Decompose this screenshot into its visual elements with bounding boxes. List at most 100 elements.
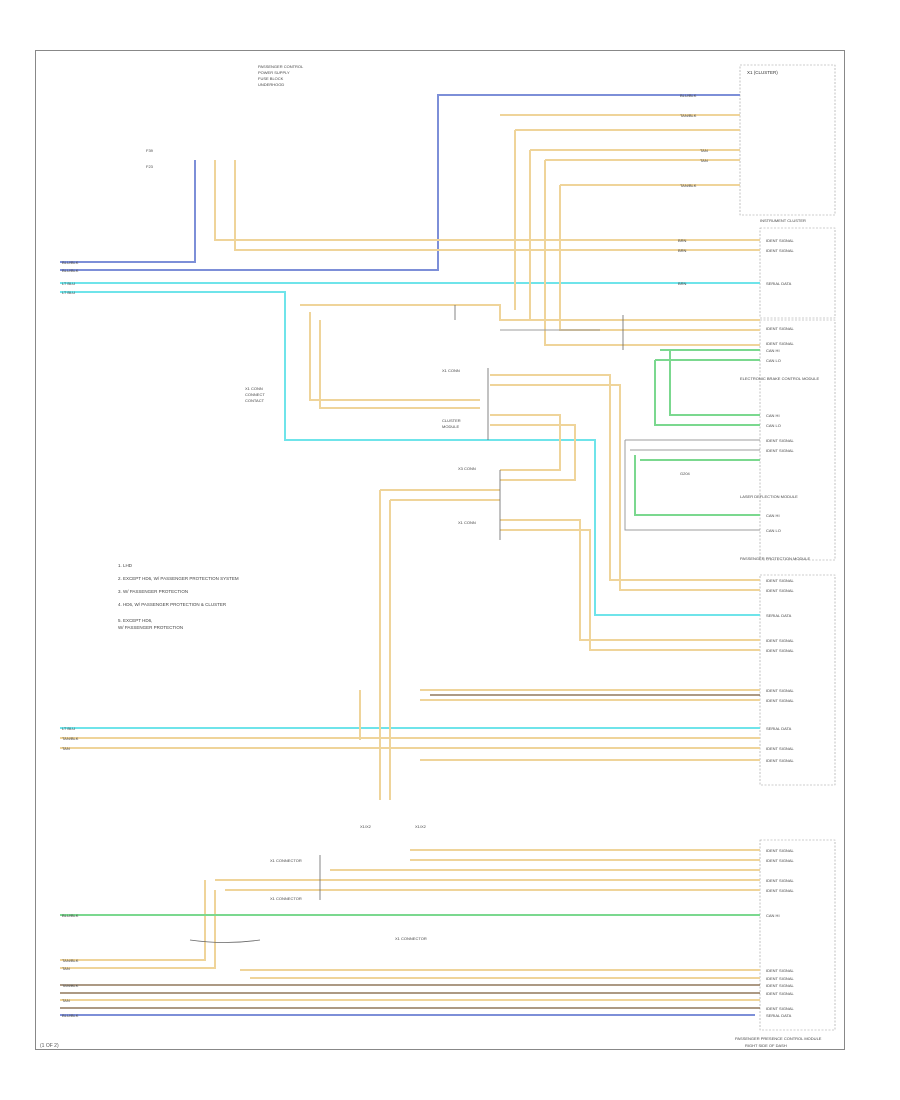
svg-text:POWER SUPPLY: POWER SUPPLY [258,70,290,75]
svg-text:IDENT SIGNAL: IDENT SIGNAL [766,638,794,643]
legend-item: 2. EXCEPT HD6, W/ PASSENGER PROTECTION S… [118,576,239,581]
svg-text:CONNECT: CONNECT [245,392,265,397]
svg-text:SERIAL DATA: SERIAL DATA [766,281,792,286]
svg-text:X1 CONN: X1 CONN [458,520,476,525]
svg-text:TAN: TAN [700,148,708,153]
svg-text:IDENT SIGNAL: IDENT SIGNAL [766,341,794,346]
svg-text:CAN HI: CAN HI [766,913,780,918]
svg-text:UNDERHOOD: UNDERHOOD [258,82,284,87]
svg-text:CONTACT: CONTACT [245,398,265,403]
svg-text:LT BLU: LT BLU [62,726,75,731]
svg-text:F23: F23 [146,164,154,169]
svg-text:X3 CONN: X3 CONN [458,466,476,471]
svg-text:BLU/BLK: BLU/BLK [62,1013,79,1018]
legend-item: 4. HD6, W/ PASSENGER PROTECTION & CLUSTE… [118,602,227,607]
svg-text:X1/X2: X1/X2 [360,824,372,829]
svg-text:CLUSTER: CLUSTER [442,418,461,423]
svg-text:BRN: BRN [678,238,687,243]
svg-text:IDENT SIGNAL: IDENT SIGNAL [766,758,794,763]
svg-text:X1 CONNECTOR: X1 CONNECTOR [270,896,302,901]
svg-text:IDENT SIGNAL: IDENT SIGNAL [766,326,794,331]
svg-text:IDENT SIGNAL: IDENT SIGNAL [766,248,794,253]
svg-text:CAN HI: CAN HI [766,348,780,353]
module-box-4 [759,839,836,1031]
bottom-note: RIGHT SIDE OF DASH [745,1043,787,1048]
cluster-header: X1 (CLUSTER) [747,70,778,75]
pin-labels: IDENT SIGNAL IDENT SIGNAL SERIAL DATA ID… [766,238,794,1018]
svg-text:CAN LO: CAN LO [766,358,781,363]
legend-item: 1. LHD [118,563,133,568]
svg-text:TAN/BLK: TAN/BLK [62,983,79,988]
svg-text:BLU/BLK: BLU/BLK [62,913,79,918]
svg-text:TAN/BLK: TAN/BLK [62,736,79,741]
dark-wires [60,694,760,1009]
svg-text:IDENT SIGNAL: IDENT SIGNAL [766,238,794,243]
svg-text:IDENT SIGNAL: IDENT SIGNAL [766,588,794,593]
page-footer: (1 OF 2) [40,1043,59,1049]
svg-text:IDENT SIGNAL: IDENT SIGNAL [766,578,794,583]
svg-text:IDENT SIGNAL: IDENT SIGNAL [766,858,794,863]
svg-text:SERIAL DATA: SERIAL DATA [766,613,792,618]
legend-item: 5. EXCEPT HD6, [118,618,152,623]
svg-text:BRN: BRN [678,281,687,286]
legend-item: 3. W/ PASSENGER PROTECTION [118,589,188,594]
wire-labels: PASSENGER CONTROL POWER SUPPLY FUSE BLOC… [62,64,708,1018]
svg-text:FUSE BLOCK: FUSE BLOCK [258,76,284,81]
svg-text:IDENT SIGNAL: IDENT SIGNAL [766,1006,794,1011]
svg-text:BLU/BLK: BLU/BLK [62,268,79,273]
svg-text:BLU/BLK: BLU/BLK [62,260,79,265]
svg-text:IDENT SIGNAL: IDENT SIGNAL [766,648,794,653]
svg-text:LT BLU: LT BLU [62,290,75,295]
svg-text:TAN/BLK: TAN/BLK [680,183,697,188]
svg-text:TAN: TAN [700,158,708,163]
top-component-label: INSTRUMENT CLUSTER [760,218,806,223]
svg-text:CAN LO: CAN LO [766,528,781,533]
svg-text:BLU/BLK: BLU/BLK [680,93,697,98]
svg-text:X1/X2: X1/X2 [415,824,427,829]
svg-text:IDENT SIGNAL: IDENT SIGNAL [766,848,794,853]
svg-text:TAN/BLK: TAN/BLK [680,113,697,118]
svg-text:LT BLU: LT BLU [62,281,75,286]
module-box-3 [759,574,836,786]
svg-text:X1 CONNECTOR: X1 CONNECTOR [270,858,302,863]
svg-text:CAN LO: CAN LO [766,423,781,428]
svg-text:TAN: TAN [62,966,70,971]
tan-wires [60,114,760,1001]
module-box-1 [759,227,836,319]
svg-text:CAN HI: CAN HI [766,513,780,518]
svg-text:IDENT SIGNAL: IDENT SIGNAL [766,746,794,751]
svg-text:IDENT SIGNAL: IDENT SIGNAL [766,888,794,893]
svg-text:IDENT SIGNAL: IDENT SIGNAL [766,438,794,443]
gray-wires [500,329,760,531]
diagram-frame [35,50,845,1050]
svg-text:SERIAL DATA: SERIAL DATA [766,1013,792,1018]
legend: 1. LHD 2. EXCEPT HD6, W/ PASSENGER PROTE… [118,563,239,630]
svg-text:CAN HI: CAN HI [766,413,780,418]
svg-text:PASSENGER CONTROL: PASSENGER CONTROL [258,64,304,69]
svg-text:IDENT SIGNAL: IDENT SIGNAL [766,688,794,693]
svg-text:IDENT SIGNAL: IDENT SIGNAL [766,448,794,453]
svg-text:IDENT SIGNAL: IDENT SIGNAL [766,983,794,988]
component-labels: X1 (CLUSTER) INSTRUMENT CLUSTER ELECTRON… [395,70,822,1048]
svg-text:TAN: TAN [62,746,70,751]
right-component-boxes [739,64,836,1031]
connector-label: X1 CONNECTOR [395,936,427,941]
blue-wires [60,94,755,1016]
svg-text:IDENT SIGNAL: IDENT SIGNAL [766,878,794,883]
green-wires [60,349,760,916]
mid-component-3-label: PASSENGER PROTECTION MODULE [740,556,810,561]
svg-text:SERIAL DATA: SERIAL DATA [766,726,792,731]
svg-text:F39: F39 [146,148,154,153]
connector-marks [189,305,624,943]
svg-text:TAN: TAN [62,998,70,1003]
svg-text:IDENT SIGNAL: IDENT SIGNAL [766,698,794,703]
svg-text:X1 CONN: X1 CONN [442,368,460,373]
cluster-box [739,64,836,216]
mid-component-1-label: ELECTRONIC BRAKE CONTROL MODULE [740,376,820,381]
svg-text:MODULE: MODULE [442,424,459,429]
svg-text:X1 CONN: X1 CONN [245,386,263,391]
splice-label: G204 [680,471,691,476]
svg-text:IDENT SIGNAL: IDENT SIGNAL [766,976,794,981]
bottom-component-label: PASSENGER PRESENCE CONTROL MODULE [735,1036,822,1041]
